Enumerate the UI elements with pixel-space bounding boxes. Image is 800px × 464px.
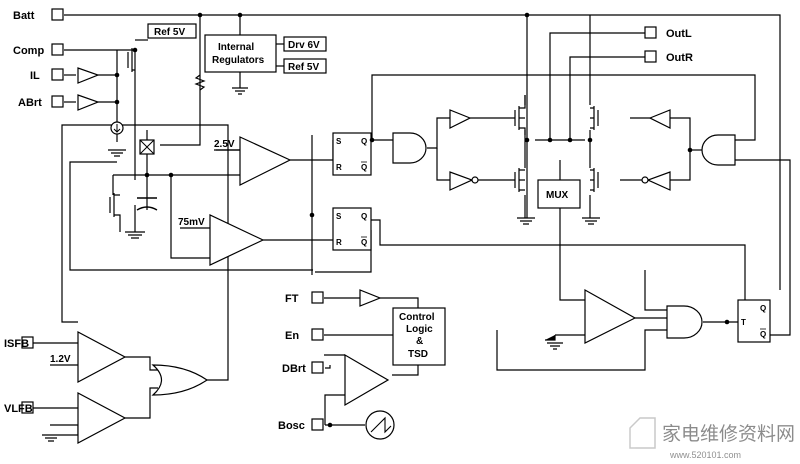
pin-isfb: ISFB bbox=[4, 336, 34, 350]
mosfet-lower-left bbox=[109, 193, 121, 232]
pin-il: IL bbox=[30, 68, 64, 82]
svg-text:Regulators: Regulators bbox=[212, 55, 265, 66]
pin-comp: Comp bbox=[13, 43, 64, 57]
svg-text:Q: Q bbox=[361, 238, 367, 247]
svg-text:Q: Q bbox=[361, 163, 367, 172]
pin-ft: FT bbox=[285, 291, 324, 305]
current-source bbox=[110, 121, 124, 135]
oscillator-symbol bbox=[365, 410, 395, 440]
amplifier-dbrt bbox=[344, 353, 390, 407]
svg-text:ISFB: ISFB bbox=[4, 338, 29, 350]
svg-text:www.520101.com: www.520101.com bbox=[669, 450, 741, 460]
svg-text:En: En bbox=[285, 330, 299, 342]
driver-left-top bbox=[449, 109, 472, 129]
pin-abrt: ABrt bbox=[18, 95, 64, 109]
svg-text:Q: Q bbox=[361, 137, 367, 146]
svg-text:家电维修资料网: 家电维修资料网 bbox=[662, 423, 795, 445]
svg-text:Q: Q bbox=[760, 330, 766, 339]
or-gate bbox=[151, 364, 209, 396]
svg-text:Drv 6V: Drv 6V bbox=[288, 40, 320, 51]
svg-text:S: S bbox=[336, 212, 342, 221]
svg-text:OutL: OutL bbox=[666, 28, 692, 40]
drv6v-box: Drv 6V bbox=[276, 36, 327, 52]
resistor bbox=[194, 74, 206, 91]
control-logic-box: Control Logic & TSD bbox=[392, 307, 446, 366]
svg-text:Ref 5V: Ref 5V bbox=[288, 62, 319, 73]
and-gate-left bbox=[392, 132, 427, 164]
pin-vlfb: VLFB bbox=[4, 401, 34, 415]
flipflop-2: S R Q Q bbox=[332, 207, 372, 251]
wires bbox=[33, 14, 791, 436]
driver-left-bottom bbox=[449, 171, 479, 191]
svg-text:Comp: Comp bbox=[13, 45, 44, 57]
mosfet-right-high bbox=[590, 106, 599, 130]
svg-text:VLFB: VLFB bbox=[4, 403, 33, 415]
svg-text:FT: FT bbox=[285, 293, 299, 305]
svg-text:Internal: Internal bbox=[218, 42, 254, 53]
mosfet-left-high bbox=[514, 95, 526, 135]
pin-dbrt: DBrt bbox=[282, 361, 324, 375]
ref5v-top-box: Ref 5V bbox=[147, 23, 197, 39]
svg-text:75mV: 75mV bbox=[178, 217, 205, 228]
ref5v-regulator-box: Ref 5V bbox=[276, 58, 327, 74]
driver-right-bottom bbox=[641, 171, 671, 191]
ground-symbols bbox=[42, 87, 600, 442]
svg-text:1.2V: 1.2V bbox=[50, 354, 71, 365]
svg-text:TSD: TSD bbox=[408, 349, 428, 360]
buffer-abrt bbox=[77, 94, 100, 111]
switch-cross-box bbox=[139, 139, 155, 155]
capacitor bbox=[136, 197, 158, 211]
svg-text:2.5V: 2.5V bbox=[214, 139, 235, 150]
mux-box: MUX bbox=[537, 179, 581, 209]
pin-batt: Batt bbox=[13, 8, 64, 22]
svg-text:Logic: Logic bbox=[406, 324, 433, 335]
amplifier-vlfb bbox=[77, 392, 127, 444]
svg-text:Q: Q bbox=[760, 304, 766, 313]
svg-text:ABrt: ABrt bbox=[18, 97, 42, 109]
flipflop-1: S R Q Q bbox=[332, 132, 372, 176]
svg-text:DBrt: DBrt bbox=[282, 363, 306, 375]
pin-outl: OutL bbox=[644, 26, 692, 40]
svg-text:R: R bbox=[336, 163, 342, 172]
mosfet-ref bbox=[127, 48, 135, 72]
junction-dots bbox=[114, 12, 730, 428]
pin-outr: OutR bbox=[644, 50, 693, 64]
svg-text:T: T bbox=[741, 318, 746, 327]
svg-text:IL: IL bbox=[30, 70, 40, 82]
svg-text:S: S bbox=[336, 137, 342, 146]
svg-text:Batt: Batt bbox=[13, 10, 35, 22]
buffer-il bbox=[77, 67, 100, 84]
svg-text:Control: Control bbox=[399, 312, 435, 323]
and-gate-right bbox=[701, 134, 736, 166]
toggle-flipflop: T Q Q bbox=[737, 299, 771, 343]
watermark: 家电维修资料网 www.520101.com bbox=[629, 417, 795, 460]
driver-right-top bbox=[648, 109, 671, 129]
comparator-mux bbox=[584, 288, 637, 344]
svg-text:OutR: OutR bbox=[666, 52, 693, 64]
pin-en: En bbox=[285, 328, 324, 342]
comparator-2v5: 2.5V bbox=[214, 136, 292, 186]
internal-regulators-box: Internal Regulators bbox=[204, 34, 277, 88]
svg-text:Q: Q bbox=[361, 212, 367, 221]
pin-bosc: Bosc bbox=[278, 418, 324, 432]
buffer-ft bbox=[359, 289, 382, 307]
svg-text:MUX: MUX bbox=[546, 190, 569, 201]
mosfet-left-low bbox=[514, 168, 525, 192]
comparator-75mv: 75mV bbox=[178, 214, 265, 266]
mosfet-right-low bbox=[590, 168, 599, 192]
amplifier-isfb: 1.2V bbox=[50, 331, 127, 383]
svg-text:R: R bbox=[336, 238, 342, 247]
svg-text:Ref 5V: Ref 5V bbox=[154, 27, 185, 38]
and-gate-bottom bbox=[666, 305, 703, 339]
svg-text:&: & bbox=[416, 336, 423, 347]
svg-text:Bosc: Bosc bbox=[278, 420, 305, 432]
